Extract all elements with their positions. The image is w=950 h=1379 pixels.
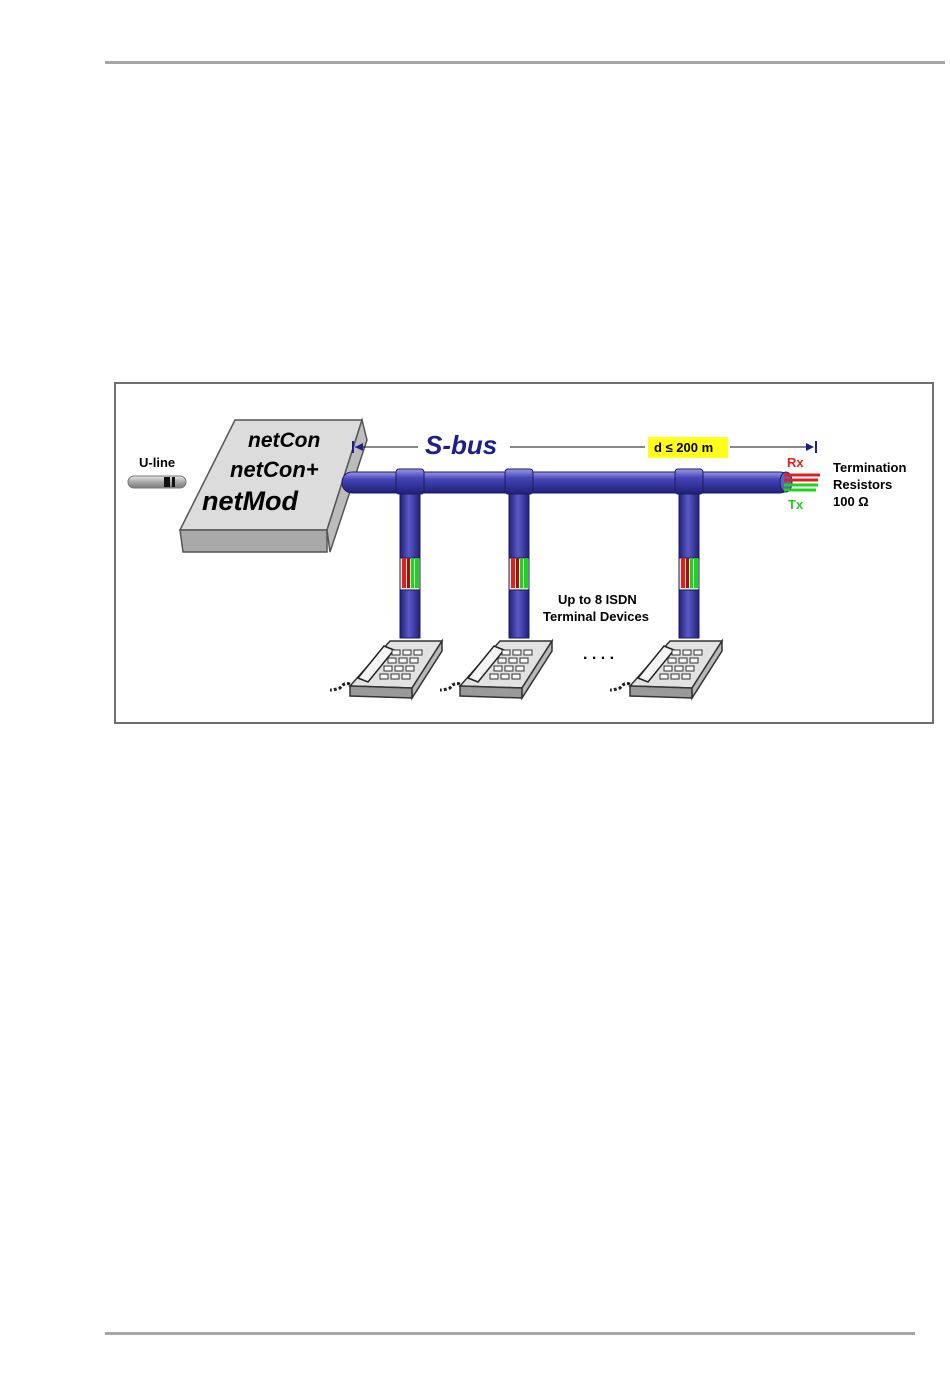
s-bus-label: S-bus bbox=[425, 430, 497, 460]
termination-line-1: Termination bbox=[833, 460, 906, 475]
device-name-netcon-plus: netCon+ bbox=[230, 457, 319, 482]
ellipsis: . . . . bbox=[583, 646, 614, 663]
u-line-cable bbox=[128, 476, 186, 488]
termination-line-2: Resistors bbox=[833, 477, 892, 492]
tx-label: Tx bbox=[788, 497, 804, 512]
u-line-label: U-line bbox=[139, 455, 175, 470]
rx-label: Rx bbox=[787, 455, 804, 470]
terminal-line-1: Up to 8 ISDN bbox=[558, 592, 637, 607]
telephone-icon bbox=[440, 641, 552, 698]
distance-dimension bbox=[353, 437, 816, 458]
s-bus-pipe bbox=[342, 469, 792, 494]
distance-label: d ≤ 200 m bbox=[654, 440, 713, 455]
telephone-icon bbox=[610, 641, 722, 698]
device-name-netcon: netCon bbox=[248, 429, 320, 452]
terminal-devices-label: Up to 8 ISDN Terminal Devices bbox=[543, 592, 649, 624]
footer-rule bbox=[105, 1332, 915, 1335]
termination-line-3: 100 Ω bbox=[833, 494, 869, 509]
terminal-line-2: Terminal Devices bbox=[543, 609, 649, 624]
telephone-icon bbox=[330, 641, 442, 698]
termination-label: Termination Resistors 100 Ω bbox=[833, 460, 906, 509]
device-name-netmod: netMod bbox=[202, 486, 298, 516]
